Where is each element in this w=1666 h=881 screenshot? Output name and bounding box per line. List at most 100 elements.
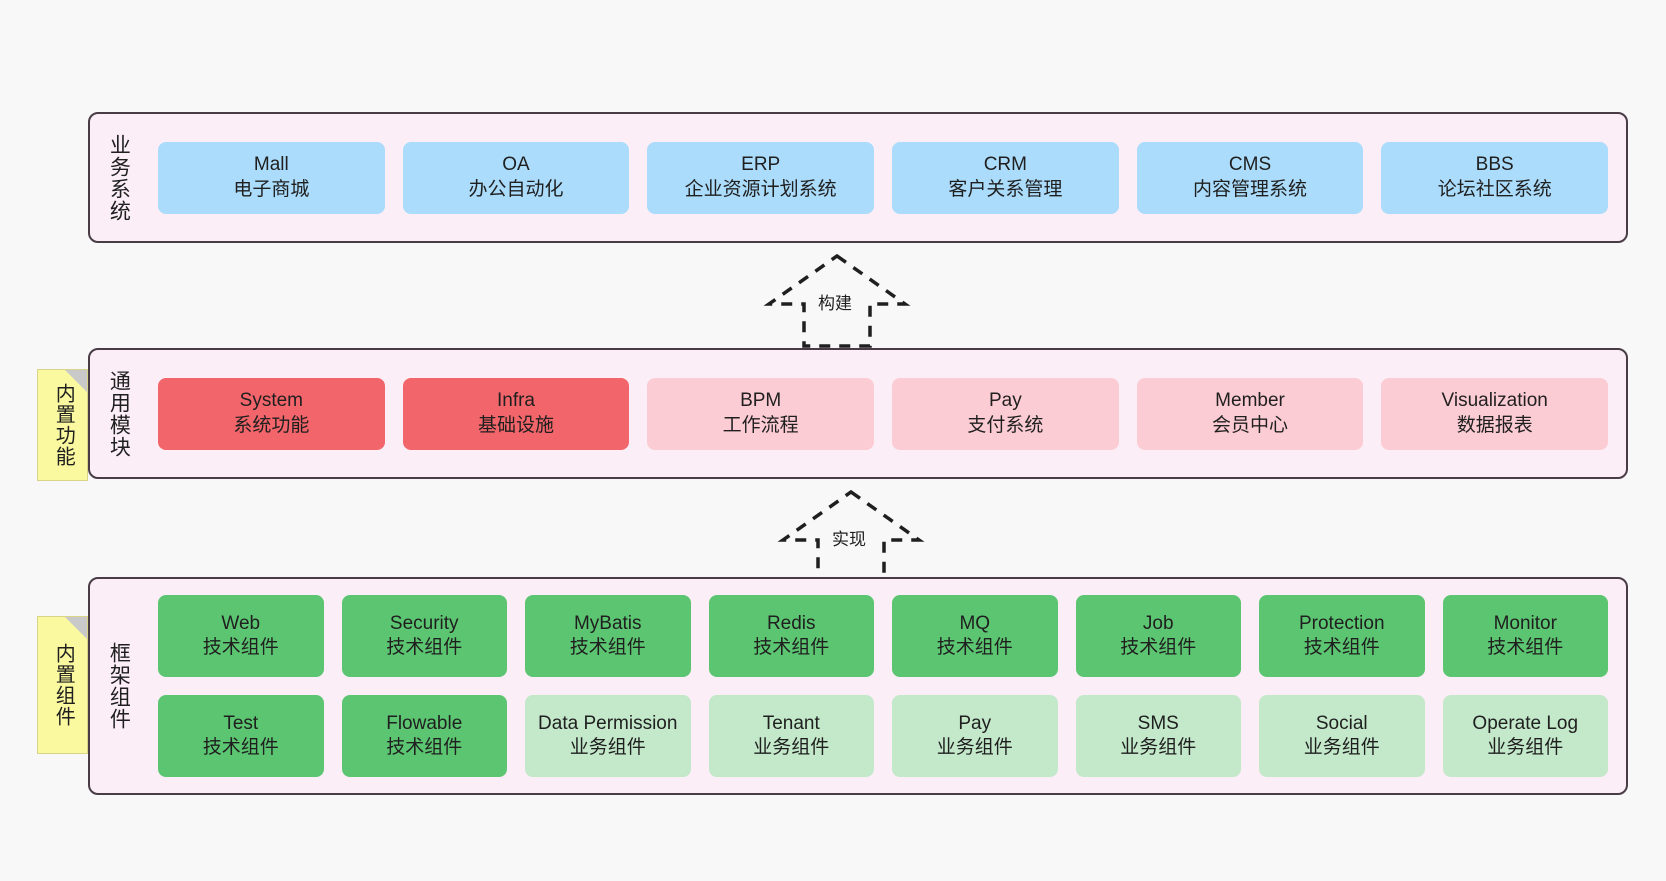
node-title-cn: 技术组件 — [1120, 637, 1197, 658]
node-title-cn: 支付系统 — [967, 414, 1044, 436]
node-member[interactable]: Member 会员中心 — [1136, 377, 1364, 450]
node-title-en: Infra — [496, 390, 536, 412]
layer-business-system[interactable]: 业务系统 Mall 电子商城 OA 办公自动化 ERP 企业资源计划系统 CRM… — [88, 112, 1628, 243]
node-pay-business[interactable]: Pay 业务组件 — [892, 695, 1058, 777]
node-title-cn: 技术组件 — [1487, 637, 1564, 658]
layer-framework-components[interactable]: 框架组件 Web 技术组件 Security 技术组件 MyBatis 技术组件… — [88, 577, 1628, 795]
node-sms[interactable]: SMS 业务组件 — [1075, 695, 1241, 777]
node-flowable[interactable]: Flowable 技术组件 — [341, 695, 507, 777]
node-title-cn: 数据报表 — [1456, 414, 1533, 436]
node-title-en: Test — [223, 712, 259, 734]
node-data-permission[interactable]: Data Permission 业务组件 — [525, 695, 691, 777]
layer-title-framework-components: 框架组件 — [107, 642, 131, 730]
node-title-cn: 业务组件 — [569, 737, 646, 758]
layer-body-framework-components: Web 技术组件 Security 技术组件 MyBatis 技术组件 Redi… — [140, 579, 1626, 793]
node-title-cn: 工作流程 — [722, 414, 799, 436]
node-title-en: Redis — [766, 612, 816, 634]
layer-body-common-modules: System 系统功能 Infra 基础设施 BPM 工作流程 Pay 支付系统… — [140, 350, 1626, 477]
layer-row: Web 技术组件 Security 技术组件 MyBatis 技术组件 Redi… — [158, 595, 1608, 677]
node-infra[interactable]: Infra 基础设施 — [402, 377, 630, 450]
node-title-en: ERP — [741, 154, 781, 176]
node-test[interactable]: Test 技术组件 — [158, 695, 324, 777]
node-erp[interactable]: ERP 企业资源计划系统 — [647, 141, 875, 214]
node-monitor[interactable]: Monitor 技术组件 — [1442, 595, 1608, 677]
node-title-cn: 业务组件 — [1120, 737, 1197, 758]
node-title-cn: 技术组件 — [386, 637, 463, 658]
node-title-en: BPM — [740, 390, 782, 412]
node-redis[interactable]: Redis 技术组件 — [708, 595, 874, 677]
node-title-en: Protection — [1298, 612, 1385, 634]
node-title-cn: 会员中心 — [1212, 414, 1289, 436]
node-title-en: Social — [1315, 712, 1368, 734]
layer-title-business-system: 业务系统 — [107, 133, 131, 222]
node-title-en: Operate Log — [1472, 712, 1579, 734]
node-bpm[interactable]: BPM 工作流程 — [647, 377, 875, 450]
layer-title-common-modules: 通用模块 — [107, 369, 131, 458]
node-job[interactable]: Job 技术组件 — [1075, 595, 1241, 677]
node-title-en: Pay — [988, 390, 1022, 412]
node-title-en: SMS — [1137, 712, 1179, 734]
node-social[interactable]: Social 业务组件 — [1259, 695, 1425, 777]
node-title-en: MyBatis — [573, 612, 642, 634]
node-title-cn: 技术组件 — [936, 637, 1013, 658]
node-title-cn: 业务组件 — [753, 737, 830, 758]
note-builtin-component[interactable]: 内置组件 — [37, 616, 88, 754]
node-title-cn: 技术组件 — [202, 637, 279, 658]
node-title-en: Monitor — [1493, 612, 1557, 634]
node-title-cn: 业务组件 — [936, 737, 1013, 758]
node-title-cn: 企业资源计划系统 — [684, 178, 837, 200]
node-title-en: Member — [1215, 390, 1285, 412]
node-title-en: Visualization — [1441, 390, 1548, 412]
node-title-cn: 技术组件 — [202, 737, 279, 758]
node-title-cn: 技术组件 — [386, 737, 463, 758]
node-title-cn: 内容管理系统 — [1193, 178, 1308, 200]
node-title-cn: 论坛社区系统 — [1437, 178, 1552, 200]
node-title-cn: 业务组件 — [1303, 737, 1380, 758]
node-operate-log[interactable]: Operate Log 业务组件 — [1442, 695, 1608, 777]
node-title-en: BBS — [1475, 154, 1514, 176]
node-mall[interactable]: Mall 电子商城 — [158, 141, 385, 214]
node-bbs[interactable]: BBS 论坛社区系统 — [1381, 141, 1609, 214]
node-visualization[interactable]: Visualization 数据报表 — [1381, 377, 1609, 450]
node-title-cn: 基础设施 — [478, 414, 555, 436]
layer-row: Mall 电子商城 OA 办公自动化 ERP 企业资源计划系统 CRM 客户关系… — [158, 141, 1609, 214]
node-title-cn: 技术组件 — [753, 637, 830, 658]
node-protection[interactable]: Protection 技术组件 — [1259, 595, 1425, 677]
node-mybatis[interactable]: MyBatis 技术组件 — [525, 595, 691, 677]
node-title-en: Data Permission — [538, 712, 678, 734]
node-title-cn: 技术组件 — [569, 637, 646, 658]
node-title-en: Mall — [253, 154, 289, 176]
node-title-cn: 系统功能 — [233, 414, 310, 436]
node-cms[interactable]: CMS 内容管理系统 — [1136, 141, 1364, 214]
note-builtin-function[interactable]: 内置功能 — [37, 369, 88, 481]
node-title-en: Flowable — [386, 712, 463, 734]
node-title-en: Tenant — [762, 712, 820, 734]
node-system[interactable]: System 系统功能 — [158, 377, 385, 450]
node-title-en: Pay — [958, 712, 992, 734]
node-mq[interactable]: MQ 技术组件 — [892, 595, 1058, 677]
node-title-en: Web — [221, 612, 261, 634]
node-pay[interactable]: Pay 支付系统 — [892, 377, 1119, 450]
layer-row: Test 技术组件 Flowable 技术组件 Data Permission … — [158, 695, 1608, 777]
node-web[interactable]: Web 技术组件 — [158, 595, 324, 677]
node-title-cn: 客户关系管理 — [948, 178, 1063, 200]
node-crm[interactable]: CRM 客户关系管理 — [892, 141, 1119, 214]
node-title-cn: 电子商城 — [233, 178, 310, 200]
arrow-build-label: 构建 — [818, 294, 852, 313]
layer-row: System 系统功能 Infra 基础设施 BPM 工作流程 Pay 支付系统… — [158, 377, 1609, 450]
node-title-en: OA — [502, 154, 530, 176]
arrow-implement-label: 实现 — [832, 530, 866, 549]
node-security[interactable]: Security 技术组件 — [341, 595, 507, 677]
page-fold-icon — [65, 370, 87, 392]
node-title-en: CRM — [983, 154, 1027, 176]
note-label: 内置功能 — [52, 383, 75, 467]
node-title-en: System — [239, 390, 304, 412]
node-oa[interactable]: OA 办公自动化 — [402, 141, 630, 214]
layer-common-modules[interactable]: 通用模块 System 系统功能 Infra 基础设施 BPM 工作流程 Pay… — [88, 348, 1628, 479]
page-fold-icon — [65, 617, 87, 639]
node-tenant[interactable]: Tenant 业务组件 — [708, 695, 874, 777]
node-title-cn: 技术组件 — [1303, 637, 1380, 658]
node-title-en: Security — [389, 612, 459, 634]
node-title-cn: 业务组件 — [1487, 737, 1564, 758]
